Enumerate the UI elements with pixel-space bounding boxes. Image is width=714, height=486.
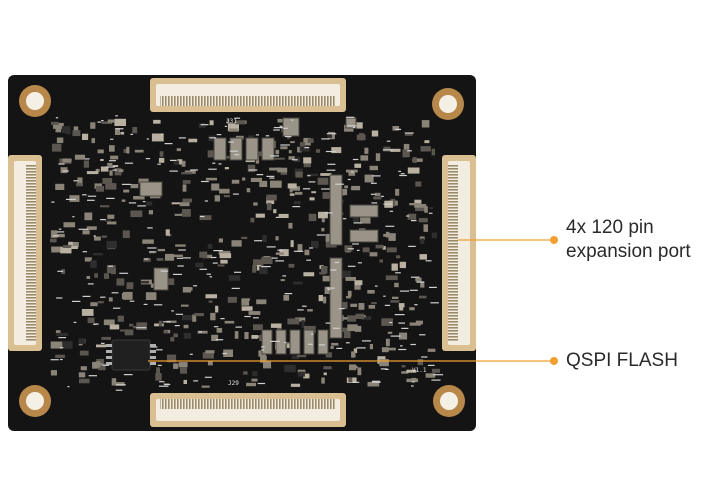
smd-components bbox=[50, 117, 440, 388]
callout-expansion-port bbox=[458, 236, 558, 244]
silkscreen-marks bbox=[50, 115, 444, 391]
callout-qspi-flash bbox=[148, 357, 558, 365]
connector-bottom bbox=[150, 393, 346, 427]
connector-right bbox=[442, 155, 476, 351]
callout-label-qspi-flash: QSPI FLASH bbox=[566, 349, 678, 373]
qspi-flash-chip bbox=[106, 339, 156, 371]
silkscreen-j31: J31 bbox=[226, 118, 237, 125]
callout-qspi-text: QSPI FLASH bbox=[566, 350, 678, 371]
mounting-hole bbox=[19, 385, 51, 417]
silkscreen-version: V1.1 bbox=[412, 367, 427, 374]
callout-dot bbox=[550, 357, 558, 365]
connector-left bbox=[8, 155, 42, 351]
callout-line-1: 4x 120 pin bbox=[566, 217, 654, 238]
mounting-hole bbox=[432, 88, 464, 120]
silkscreen-j29: J29 bbox=[228, 380, 239, 387]
callout-dot bbox=[550, 236, 558, 244]
callout-line-2: expansion port bbox=[566, 241, 691, 262]
callout-label-expansion-port: 4x 120 pin expansion port bbox=[566, 216, 691, 264]
mounting-hole bbox=[19, 85, 51, 117]
connector-top bbox=[150, 78, 346, 112]
mounting-hole bbox=[433, 385, 465, 417]
